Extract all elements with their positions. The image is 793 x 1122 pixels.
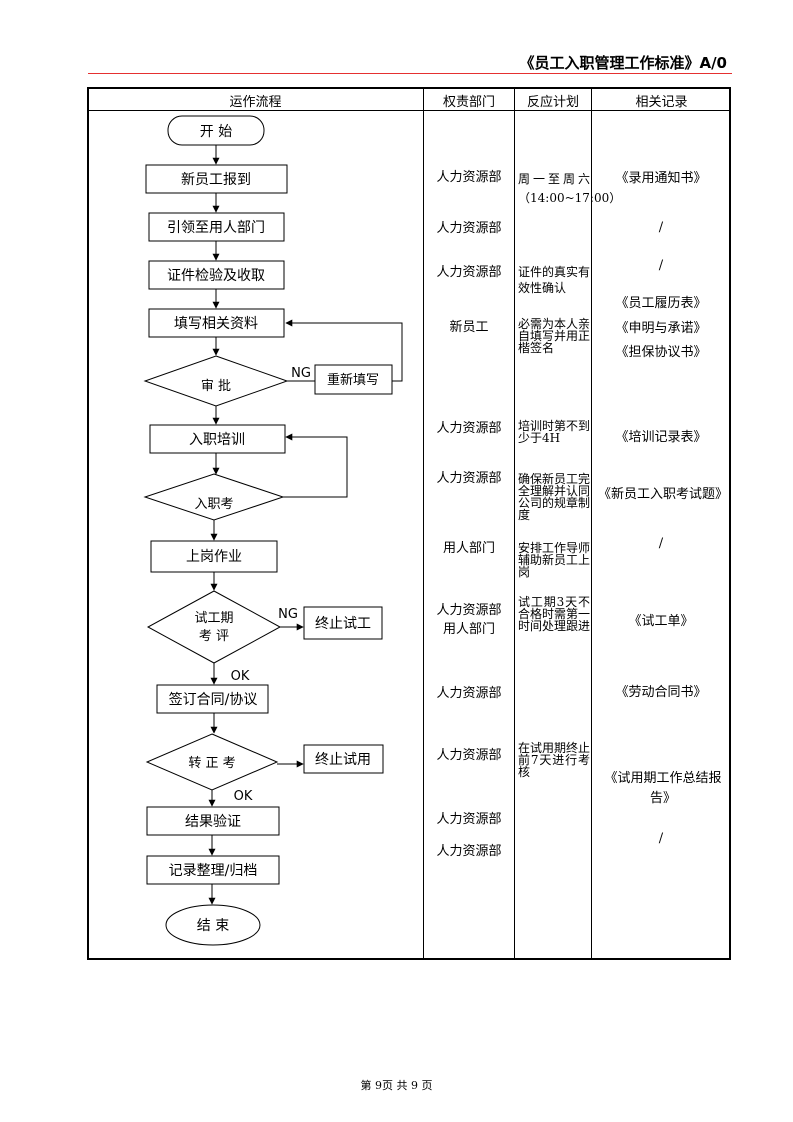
dept-cell: 人力资源部 用人部门 <box>436 603 502 637</box>
step-contract <box>156 684 269 714</box>
stop-probation-label: 终止试用 <box>315 752 371 768</box>
dept-cell: 新员工 <box>449 320 489 335</box>
onduty-label: 上岗作业 <box>186 549 242 565</box>
guide-label: 引领至用人部门 <box>167 220 265 236</box>
step-onduty <box>150 540 278 573</box>
review-label: 审 批 <box>201 379 231 394</box>
step-stop-trial <box>303 606 383 640</box>
plan-cell: 证件的真实有效性确认 <box>518 265 591 295</box>
dept-cell: 人力资源部 <box>436 221 502 236</box>
document-title: 《员工入职管理工作标准》A/0 <box>519 54 727 72</box>
end-label: 结 束 <box>197 918 229 934</box>
record-cell: / <box>658 536 664 551</box>
record-cell: 《试工单》 <box>628 614 694 629</box>
decision-trial <box>146 590 282 664</box>
dept-cell: 人力资源部 <box>436 421 502 436</box>
column-header-department: 权责部门 <box>442 95 495 110</box>
record-cell: 《新员工入职考试题》 <box>598 487 729 502</box>
training-label: 入职培训 <box>189 432 245 448</box>
step-verify <box>146 806 280 836</box>
column-divider <box>423 87 424 960</box>
dept-cell: 人力资源部 <box>436 686 502 701</box>
column-header-process: 运作流程 <box>229 95 282 110</box>
record-cell: 《试用期工作总结报告》 <box>604 771 722 806</box>
trial-label-1: 试工期 <box>194 611 233 626</box>
dept-cell: 人力资源部 <box>436 471 502 486</box>
step-stop-probation <box>303 744 384 774</box>
step-fill <box>148 308 285 338</box>
column-header-records: 相关记录 <box>635 95 688 110</box>
plan-cell: 必需为本人亲自填写并用正楷签名 <box>518 317 591 355</box>
ok-label: OK <box>234 789 253 804</box>
end-node <box>165 904 261 946</box>
dept-cell: 人力资源部 <box>436 170 502 185</box>
step-report <box>145 164 288 194</box>
record-cell: / <box>658 258 664 273</box>
step-archive <box>146 855 280 885</box>
column-header-plan: 反应计划 <box>526 95 579 110</box>
table-header-rule <box>87 110 731 111</box>
refill-label: 重新填写 <box>327 372 379 388</box>
plan-cell: 试工期3天不合格时需第一时间处理跟进 <box>518 595 591 633</box>
report-label: 新员工报到 <box>181 172 251 188</box>
dept-cell: 人力资源部 <box>436 748 502 763</box>
start-label: 开 始 <box>200 124 232 140</box>
header-rule <box>88 73 732 74</box>
dept-cell: 人力资源部 <box>436 844 502 859</box>
plan-cell: 在试用期终止前7天进行考核 <box>518 741 591 779</box>
ng-label: NG <box>291 366 311 381</box>
plan-cell: 安排工作导师辅助新员工上岗 <box>518 541 591 579</box>
record-cell: / <box>658 220 664 235</box>
step-training <box>149 424 286 454</box>
column-divider <box>591 87 592 960</box>
record-cell: 《申明与承诺》 <box>615 321 707 336</box>
contract-label: 签订合同/协议 <box>169 691 258 708</box>
stop-trial-label: 终止试工 <box>315 616 371 632</box>
plan-cell: 确保新员工完全理解并认同公司的规章制度 <box>518 472 591 522</box>
column-divider <box>514 87 515 960</box>
record-cell: 《培训记录表》 <box>615 430 707 445</box>
record-cell: 《录用通知书》 <box>615 171 707 186</box>
record-cell: 《劳动合同书》 <box>615 685 707 700</box>
record-cell: / <box>658 831 664 846</box>
record-cell: 《员工履历表》 <box>615 296 707 311</box>
verify-label: 结果验证 <box>185 814 241 830</box>
trial-label-2: 考 评 <box>199 629 229 644</box>
ng-label: NG <box>278 607 298 622</box>
plan-cell: 周一至周六（14:00~17:00） <box>518 172 622 205</box>
archive-label: 记录整理/归档 <box>169 862 258 879</box>
dept-cell: 用人部门 <box>442 541 495 556</box>
regular-label: 转 正 考 <box>188 756 235 771</box>
dept-cell: 人力资源部 <box>436 265 502 280</box>
page-footer: 第 9页 共 9 页 <box>360 1079 433 1092</box>
fill-label: 填写相关资料 <box>174 316 258 332</box>
dept-cell: 人力资源部 <box>436 812 502 827</box>
procedure-table <box>87 87 731 960</box>
docs-label: 证件检验及收取 <box>167 268 265 284</box>
ok-label: OK <box>231 669 250 684</box>
step-refill <box>314 364 393 395</box>
exam-label: 入职考 <box>194 497 233 512</box>
record-cell: 《担保协议书》 <box>615 345 707 360</box>
plan-cell: 培训时第不到少于4H <box>518 419 591 445</box>
